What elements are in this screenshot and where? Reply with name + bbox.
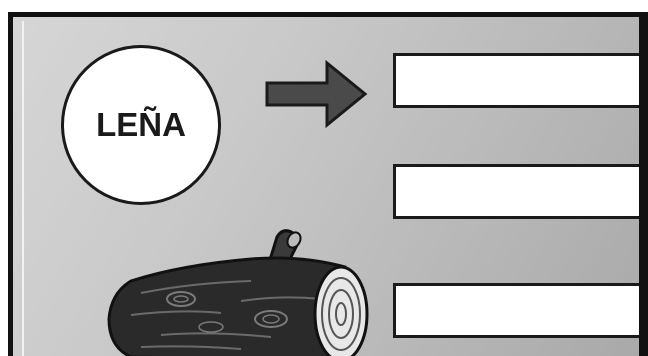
worksheet-panel: LEÑA	[8, 12, 648, 356]
firewood-log-icon	[101, 223, 371, 356]
panel-inner-highlight	[22, 21, 24, 356]
concept-label: LEÑA	[96, 106, 186, 144]
answer-box-1[interactable]	[393, 53, 648, 108]
right-arrow-icon	[265, 59, 369, 129]
answer-box-2[interactable]	[393, 164, 648, 219]
answer-box-3[interactable]	[393, 283, 648, 338]
concept-circle: LEÑA	[61, 45, 221, 205]
